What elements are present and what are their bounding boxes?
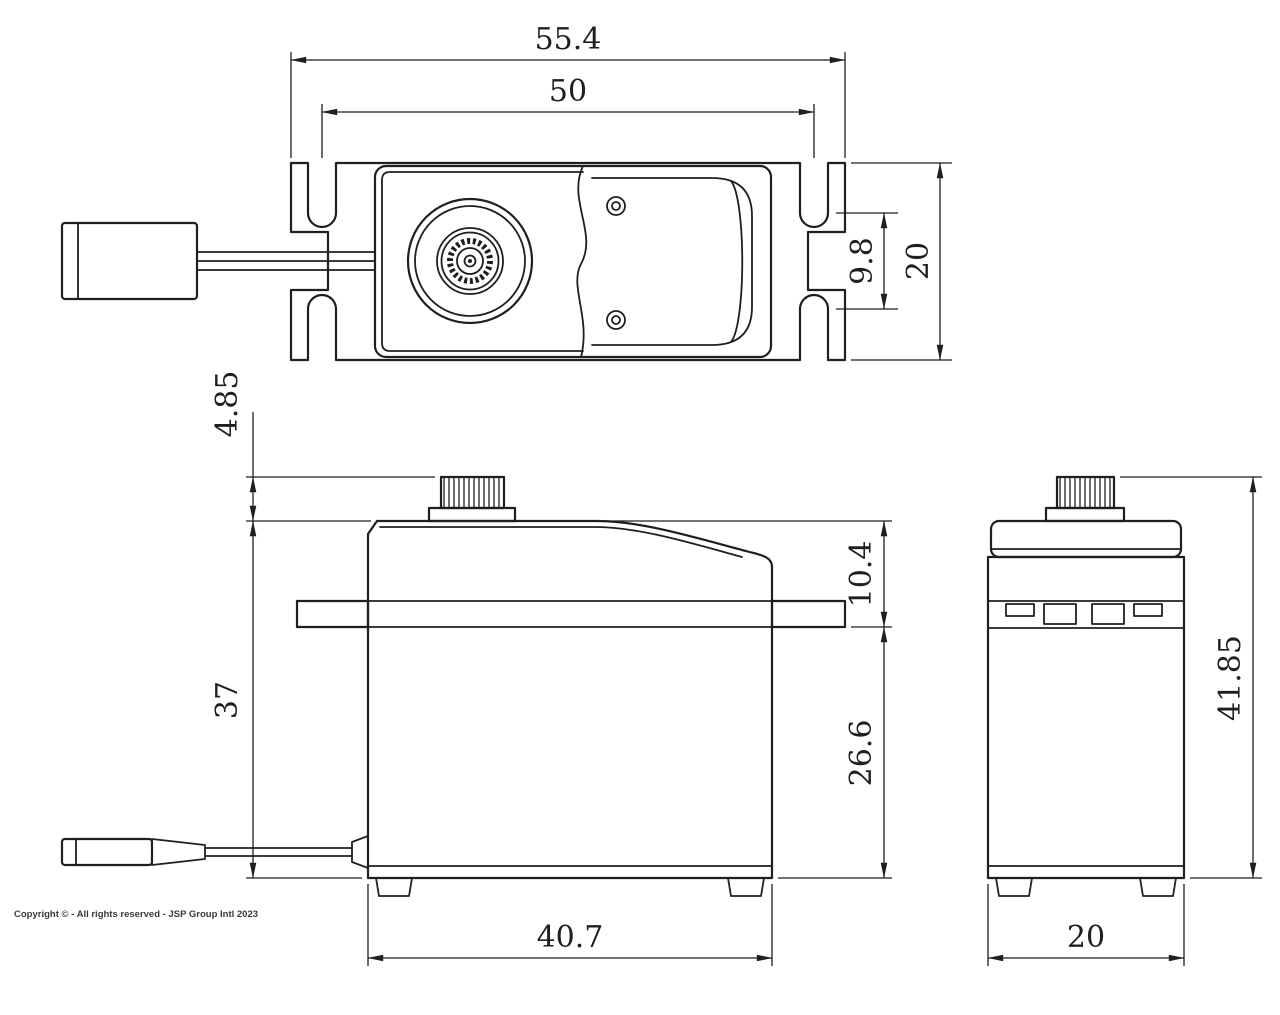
dim-hole-pitch: 9.8 [836,212,898,310]
spline-shaft-end-hatching [1059,478,1111,507]
spline-center-dot [468,259,472,263]
top-view-flange-outline [289,161,847,362]
front-view-mounting-flange [295,599,847,629]
flange-right-wing [770,599,847,629]
case-screw-top [606,196,626,216]
front-view-wire-and-connector [60,835,369,869]
dim-label-overall-height: 41.85 [1213,635,1248,721]
spline-inner-circle [456,247,484,275]
dim-case-height: 37 [210,520,362,879]
ext-lines-overall-length [290,52,846,158]
gear-boss-inner-circle [440,231,500,291]
dim-label-case-length: 40.7 [537,920,604,955]
ext-lines-body-width [987,884,1185,966]
case-screw-top-inner [611,201,621,211]
connector-housing [60,221,199,301]
front-view-output-shaft [427,475,517,523]
end-view-left-foot [995,877,1033,897]
ext-lines-body-depth [851,162,952,361]
dim-overall-length: 55.4 [290,22,846,158]
ext-lines-hole-pitch [836,212,898,310]
end-view-right-foot [1139,877,1177,897]
dim-hole-span: 50 [321,74,815,158]
front-view-top-inner-line [379,526,743,558]
dim-label-flange-to-bottom: 26.6 [844,720,879,787]
dim-case-length: 40.7 [367,884,773,966]
wire-boot [351,835,369,869]
wire-side-view [204,847,353,857]
dim-body-width: 20 [987,884,1185,966]
top-view-connector [60,221,375,301]
gear-housing-outer-circle [406,197,534,325]
flange-slot-3 [1091,603,1125,625]
dim-label-body-depth: 20 [901,242,936,280]
spline-shaft-hatching [443,478,500,507]
dim-label-case-height: 37 [210,681,245,719]
flange-slot-1 [1005,603,1035,617]
front-view [60,475,847,897]
dim-flange-to-bottom: 26.6 [778,626,892,879]
ext-lines-case-length [367,884,773,966]
front-view-left-foot [375,877,413,897]
top-view-case-seam-wave [576,165,588,358]
top-view-case-outline [373,164,773,359]
end-view [986,475,1186,897]
top-view-rear-lid-inner-arc [730,180,744,343]
case-seam-lines [367,600,773,628]
dimensions: 55.4 50 9.8 20 4.85 37 [210,22,1262,966]
gear-housing-inner-circle [414,205,526,317]
copyright-text: Copyright © - All rights reserved - JSP … [14,909,258,920]
flange-slot-2 [1043,603,1077,625]
flange-left-wing [295,599,370,629]
top-view-rear-lid [591,177,753,346]
shaft-collar-end [1044,506,1126,523]
servo-wires [196,251,375,271]
spline-screw-hole [463,254,477,268]
dim-label-top-to-flange: 10.4 [844,541,879,608]
dim-label-spline-height: 4.85 [210,371,245,438]
case-screw-bottom-inner [611,315,621,325]
dim-top-to-flange: 10.4 [604,520,892,628]
connector-side-taper [151,838,206,866]
dim-label-body-width: 20 [1067,920,1105,955]
top-view-screw-holes [606,196,626,330]
flange-band-lines [987,600,1185,629]
top-view-case-inner-line [381,171,584,352]
dim-overall-height: 41.85 [1120,476,1262,879]
top-view-output-gear [406,197,534,325]
ext-lines-spline-height [246,476,435,522]
top-view [60,161,847,362]
dim-label-overall-length: 55.4 [535,22,602,57]
end-view-top-cap [989,519,1183,559]
front-view-body-outline [366,519,774,880]
end-view-body-outline [986,555,1186,880]
end-view-output-shaft [1044,475,1126,523]
dim-label-hole-pitch: 9.8 [845,237,880,285]
dim-label-hole-span: 50 [549,74,587,109]
end-view-flange-band [987,600,1185,629]
case-screw-bottom [606,310,626,330]
gear-boss-outer-circle [436,227,504,295]
shaft-collar [427,506,517,523]
front-view-right-foot [727,877,765,897]
dim-body-depth: 20 [851,162,952,361]
flange-slot-4 [1133,603,1163,617]
output-spline-teeth [447,238,493,284]
dim-spline-height: 4.85 [210,371,435,522]
